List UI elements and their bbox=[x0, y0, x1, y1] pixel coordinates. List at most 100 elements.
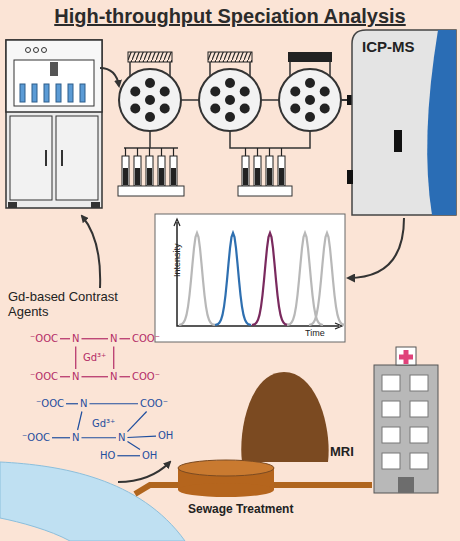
valve-port bbox=[320, 104, 330, 114]
path-part bbox=[100, 68, 119, 86]
bond bbox=[75, 347, 76, 370]
rect-part bbox=[91, 202, 100, 208]
syringe-barrel bbox=[146, 156, 153, 186]
node-text: MRI bbox=[330, 445, 354, 460]
bond bbox=[60, 338, 70, 339]
syringe-barrel bbox=[278, 156, 285, 186]
syringe-plunger bbox=[279, 168, 284, 185]
syringe-needle bbox=[269, 148, 270, 156]
path-part bbox=[427, 30, 456, 215]
chromatogram-drawing bbox=[155, 214, 345, 342]
g-part bbox=[122, 148, 285, 186]
door bbox=[398, 477, 414, 493]
sample-tube bbox=[80, 84, 85, 102]
rect-part bbox=[347, 170, 353, 184]
syringe-plunger bbox=[147, 168, 152, 185]
rect-part bbox=[238, 186, 292, 196]
node-text: Time bbox=[305, 328, 325, 338]
valve-port bbox=[225, 78, 235, 88]
valve-port bbox=[210, 104, 220, 114]
window bbox=[410, 453, 428, 469]
atom-label: ⁻OOC bbox=[30, 333, 58, 345]
sample-tube bbox=[32, 84, 37, 102]
atom-label: ⁻OOC bbox=[36, 398, 64, 410]
bond bbox=[81, 376, 108, 377]
circle-part bbox=[42, 48, 47, 53]
rect-part bbox=[50, 62, 58, 76]
syringe-needle bbox=[125, 148, 126, 156]
peak bbox=[215, 233, 251, 325]
syringe-barrel bbox=[266, 156, 273, 186]
syringe-needle bbox=[245, 148, 246, 156]
atom-label: N bbox=[80, 398, 87, 410]
plant-label: Sewage Treatment bbox=[188, 503, 293, 517]
valve-port bbox=[240, 104, 250, 114]
window bbox=[410, 375, 428, 391]
valve-port bbox=[160, 104, 170, 114]
rect-part bbox=[374, 365, 438, 493]
valve-port bbox=[320, 87, 330, 97]
atom-label: N bbox=[118, 432, 125, 444]
syringe-needle bbox=[137, 148, 138, 156]
line-part bbox=[61, 150, 63, 166]
sample-tube bbox=[20, 84, 25, 102]
bond bbox=[127, 412, 146, 432]
atom-label: COO⁻ bbox=[132, 333, 160, 345]
atom-label: OH bbox=[158, 430, 173, 442]
rect-part bbox=[128, 52, 172, 62]
valve-port bbox=[145, 78, 155, 88]
valve-port bbox=[130, 87, 140, 97]
circle-part bbox=[34, 48, 39, 53]
path-part bbox=[399, 350, 413, 364]
chromatogram: IntensityTime bbox=[155, 214, 345, 342]
rect-part bbox=[14, 60, 94, 106]
syringe-needle bbox=[149, 148, 150, 156]
g-part bbox=[20, 84, 85, 102]
sample-tube bbox=[68, 84, 73, 102]
valve bbox=[119, 69, 181, 131]
valve-port bbox=[290, 104, 300, 114]
atom-label: ⁻OOC bbox=[30, 371, 58, 383]
syringe-plunger bbox=[255, 168, 260, 185]
bond bbox=[117, 455, 140, 456]
syringe-barrel bbox=[122, 156, 129, 186]
syringe-barrel bbox=[158, 156, 165, 186]
window bbox=[382, 427, 400, 443]
syringe-barrel bbox=[242, 156, 249, 186]
path-part bbox=[177, 222, 339, 326]
rect-part bbox=[6, 40, 102, 208]
syringe-needle bbox=[173, 148, 174, 156]
line-part bbox=[45, 150, 47, 166]
path-part bbox=[352, 30, 456, 215]
path-part bbox=[241, 372, 328, 462]
line-part bbox=[261, 99, 279, 101]
rect-part bbox=[118, 186, 184, 196]
valve-port bbox=[160, 87, 170, 97]
bond bbox=[119, 338, 130, 339]
syringe-needle bbox=[281, 148, 282, 156]
connector-arrow bbox=[348, 218, 404, 278]
valve-port bbox=[305, 78, 315, 88]
atom-label: N bbox=[72, 432, 79, 444]
caption-label: Gd-based Contrast Agents bbox=[8, 290, 118, 320]
valve-port bbox=[145, 112, 155, 122]
title: High-throughput Speciation Analysis bbox=[0, 5, 460, 28]
atom-label: ⁻OOC bbox=[22, 432, 50, 444]
atom-label: N bbox=[110, 333, 117, 345]
atom-label: COO⁻ bbox=[140, 398, 168, 410]
bond bbox=[52, 437, 70, 438]
atom-label: N bbox=[72, 371, 79, 383]
syringe-plunger bbox=[243, 168, 248, 185]
path-part bbox=[82, 216, 100, 288]
valve-port bbox=[145, 95, 155, 105]
path-part bbox=[118, 462, 170, 482]
bond bbox=[78, 412, 82, 431]
path-part bbox=[0, 462, 185, 541]
bond bbox=[119, 376, 130, 377]
rect-part bbox=[6, 40, 102, 112]
rect-part bbox=[396, 347, 416, 365]
sample-tube bbox=[44, 84, 49, 102]
valve-port bbox=[225, 112, 235, 122]
node-text: ICP-MS bbox=[362, 38, 415, 55]
